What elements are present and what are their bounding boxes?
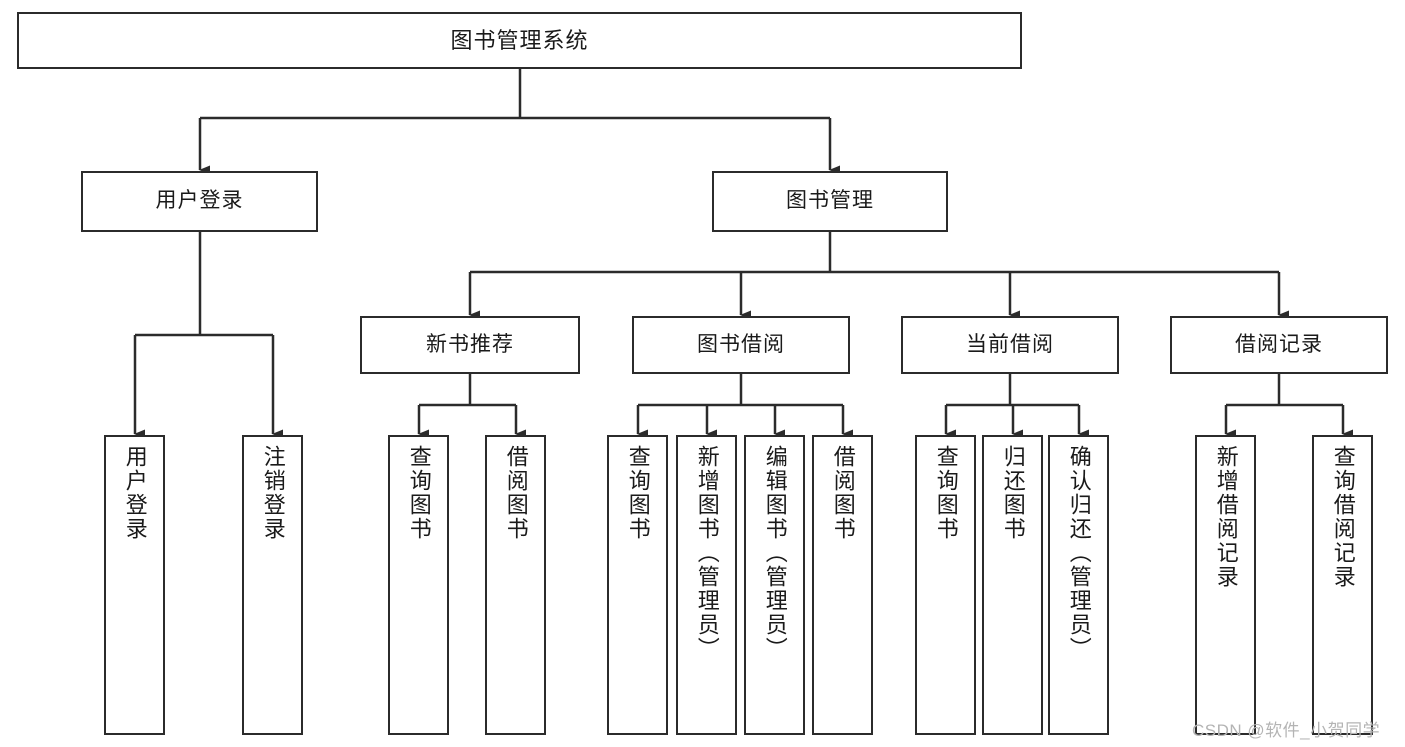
- edge-group: [133, 69, 1353, 439]
- node-leaf-logout[interactable]: 注销登录: [242, 435, 303, 735]
- node-label: 借阅图书: [503, 445, 529, 541]
- node-label: 归还图书: [1000, 445, 1026, 541]
- node-label: 借阅记录: [1235, 332, 1323, 356]
- node-leaf-user-login[interactable]: 用户登录: [104, 435, 165, 735]
- watermark-text: CSDN @软件_小贺同学: [1192, 721, 1381, 740]
- node-leaf-query-book-2[interactable]: 查询图书: [607, 435, 668, 735]
- node-current-borrow[interactable]: 当前借阅: [901, 316, 1119, 374]
- node-borrow-record[interactable]: 借阅记录: [1170, 316, 1388, 374]
- node-book-manage[interactable]: 图书管理: [712, 171, 948, 232]
- node-label: 编辑图书（管理员）: [762, 445, 788, 661]
- node-label: 用户登录: [122, 445, 148, 541]
- node-new-book-recommend[interactable]: 新书推荐: [360, 316, 580, 374]
- node-leaf-edit-book-admin[interactable]: 编辑图书（管理员）: [744, 435, 805, 735]
- node-label: 查询借阅记录: [1330, 445, 1356, 589]
- node-label: 新书推荐: [426, 332, 514, 356]
- node-label: 确认归还（管理员）: [1066, 445, 1092, 661]
- node-label: 借阅图书: [830, 445, 856, 541]
- node-label: 查询图书: [625, 445, 651, 541]
- node-leaf-return-book[interactable]: 归还图书: [982, 435, 1043, 735]
- node-label: 注销登录: [260, 445, 286, 541]
- node-label: 用户登录: [155, 189, 244, 213]
- node-leaf-borrow-book-2[interactable]: 借阅图书: [812, 435, 873, 735]
- node-label: 新增图书（管理员）: [694, 445, 720, 661]
- node-leaf-add-book-admin[interactable]: 新增图书（管理员）: [676, 435, 737, 735]
- node-label: 图书借阅: [697, 332, 785, 356]
- node-leaf-add-borrow-record[interactable]: 新增借阅记录: [1195, 435, 1256, 735]
- node-book-borrow[interactable]: 图书借阅: [632, 316, 850, 374]
- node-label: 查询图书: [933, 445, 959, 541]
- node-label: 查询图书: [406, 445, 432, 541]
- node-label: 当前借阅: [966, 332, 1054, 356]
- node-leaf-confirm-return-admin[interactable]: 确认归还（管理员）: [1048, 435, 1109, 735]
- node-leaf-query-book-3[interactable]: 查询图书: [915, 435, 976, 735]
- node-user-login[interactable]: 用户登录: [81, 171, 318, 232]
- node-leaf-query-book-1[interactable]: 查询图书: [388, 435, 449, 735]
- node-label: 新增借阅记录: [1213, 445, 1239, 589]
- node-root[interactable]: 图书管理系统: [17, 12, 1022, 69]
- node-label: 图书管理: [786, 189, 874, 213]
- node-label: 图书管理系统: [450, 27, 589, 53]
- node-leaf-query-borrow-record[interactable]: 查询借阅记录: [1312, 435, 1373, 735]
- node-leaf-borrow-book-1[interactable]: 借阅图书: [485, 435, 546, 735]
